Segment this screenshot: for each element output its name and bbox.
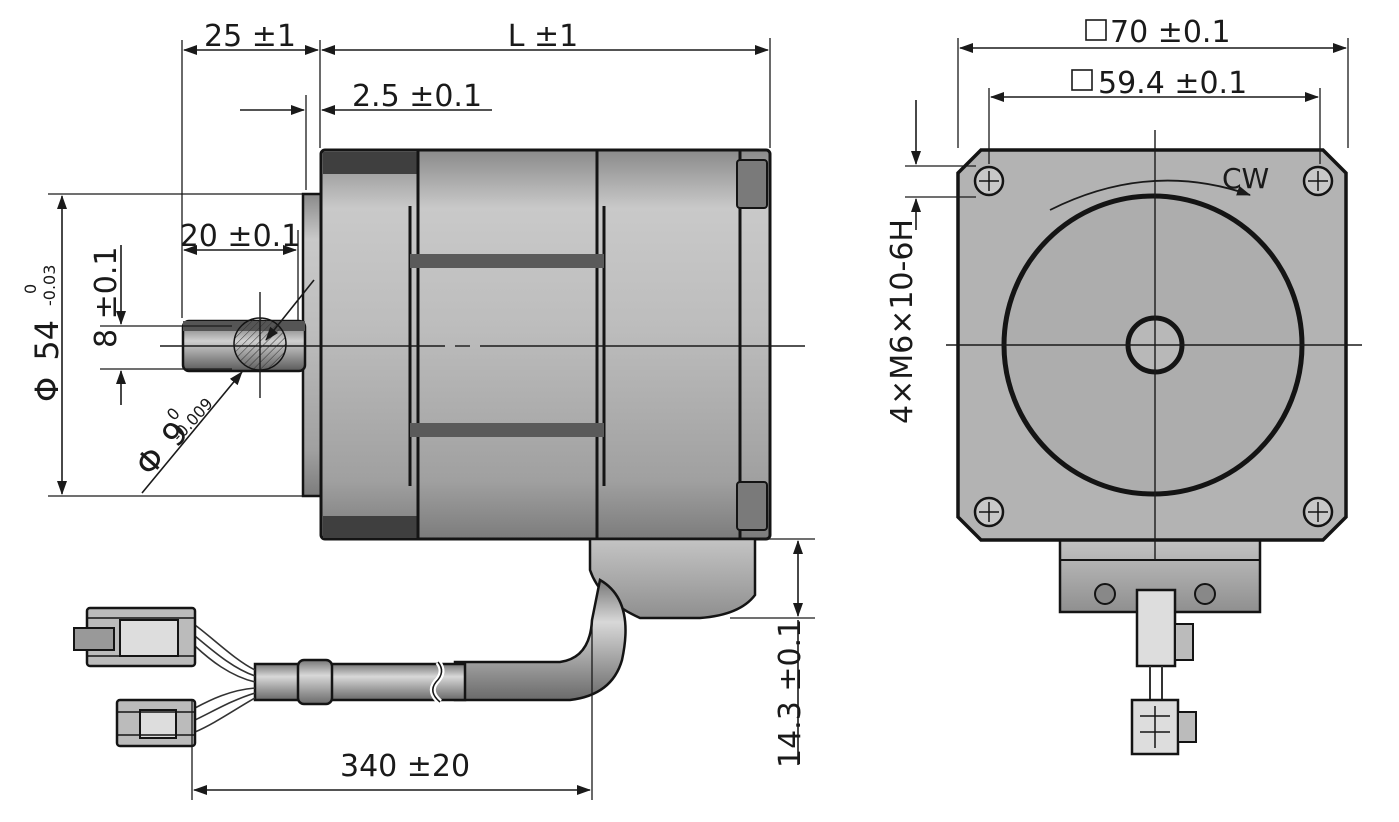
rotation-label: CW xyxy=(1222,162,1269,195)
dimline-shaft-diameter-upper xyxy=(265,279,315,341)
rear-bolt-head-upper xyxy=(736,159,768,209)
cable-bend xyxy=(453,578,627,702)
dim-pilot-dia-tol-upper: 0 xyxy=(21,284,40,294)
connector-lower xyxy=(115,698,197,748)
mount-hole-bottom-left xyxy=(973,496,1005,528)
dim-hole-square-group: 59.4 ±0.1 xyxy=(1071,66,1247,101)
cable-break-line xyxy=(432,661,443,703)
front-cap-bottom-band xyxy=(323,516,418,538)
front-view: CW 70 ±0.1 59.4 ±0.1 4×M6×10-6H xyxy=(885,15,1362,756)
dim-outer-square: 70 ±0.1 xyxy=(1110,15,1231,50)
mount-hole-top-right xyxy=(1302,165,1334,197)
lead-wires xyxy=(194,624,256,733)
square-symbol-outer xyxy=(1085,19,1107,41)
side-view: 25 ±1 L ±1 2.5 ±0.1 20 ±0.1 340 ±20 8 ±0… xyxy=(21,19,815,800)
front-cap-top-band xyxy=(323,152,418,174)
dim-connector-offset: 14.3 ±0.1 xyxy=(773,619,808,768)
dim-body-length: L ±1 xyxy=(508,19,578,54)
dim-outer-square-group: 70 ±0.1 xyxy=(1085,15,1231,50)
diameter-symbol-shaft: Φ xyxy=(128,439,173,483)
square-symbol-hole xyxy=(1071,69,1093,91)
mount-hole-top-left xyxy=(973,165,1005,197)
front-terminal-box xyxy=(1058,536,1262,756)
dimline-shaft-diameter xyxy=(141,371,243,494)
diameter-symbol-pilot: Φ xyxy=(28,377,66,402)
stator-slot-upper xyxy=(410,254,604,268)
cw-rotation-arrow xyxy=(1049,179,1251,211)
dim-pilot-depth: 2.5 ±0.1 xyxy=(352,79,482,114)
rear-bolt-head-lower xyxy=(736,481,768,531)
stator-slot-lower xyxy=(410,423,604,437)
dim-mount-threads: 4×M6×10-6H xyxy=(885,219,920,424)
cable-ferrule xyxy=(296,658,334,706)
mount-hole-bottom-right xyxy=(1302,496,1334,528)
dim-pilot-dia-main: 54 xyxy=(28,320,66,361)
dim-shaft-length: 20 ±0.1 xyxy=(180,219,301,254)
motor-body xyxy=(319,148,772,541)
svg-text:Φ 54: Φ 54 xyxy=(28,320,66,402)
connector-upper xyxy=(73,606,197,668)
dim-flange-to-shaft: 25 ±1 xyxy=(204,19,296,54)
dim-pilot-dia-tol-lower: -0.03 xyxy=(40,265,59,306)
dim-hole-square: 59.4 ±0.1 xyxy=(1098,66,1247,101)
cable-exit-box xyxy=(588,537,757,620)
dim-cable-length: 340 ±20 xyxy=(340,749,470,784)
dim-flat-height: 8 ±0.1 xyxy=(89,247,124,348)
